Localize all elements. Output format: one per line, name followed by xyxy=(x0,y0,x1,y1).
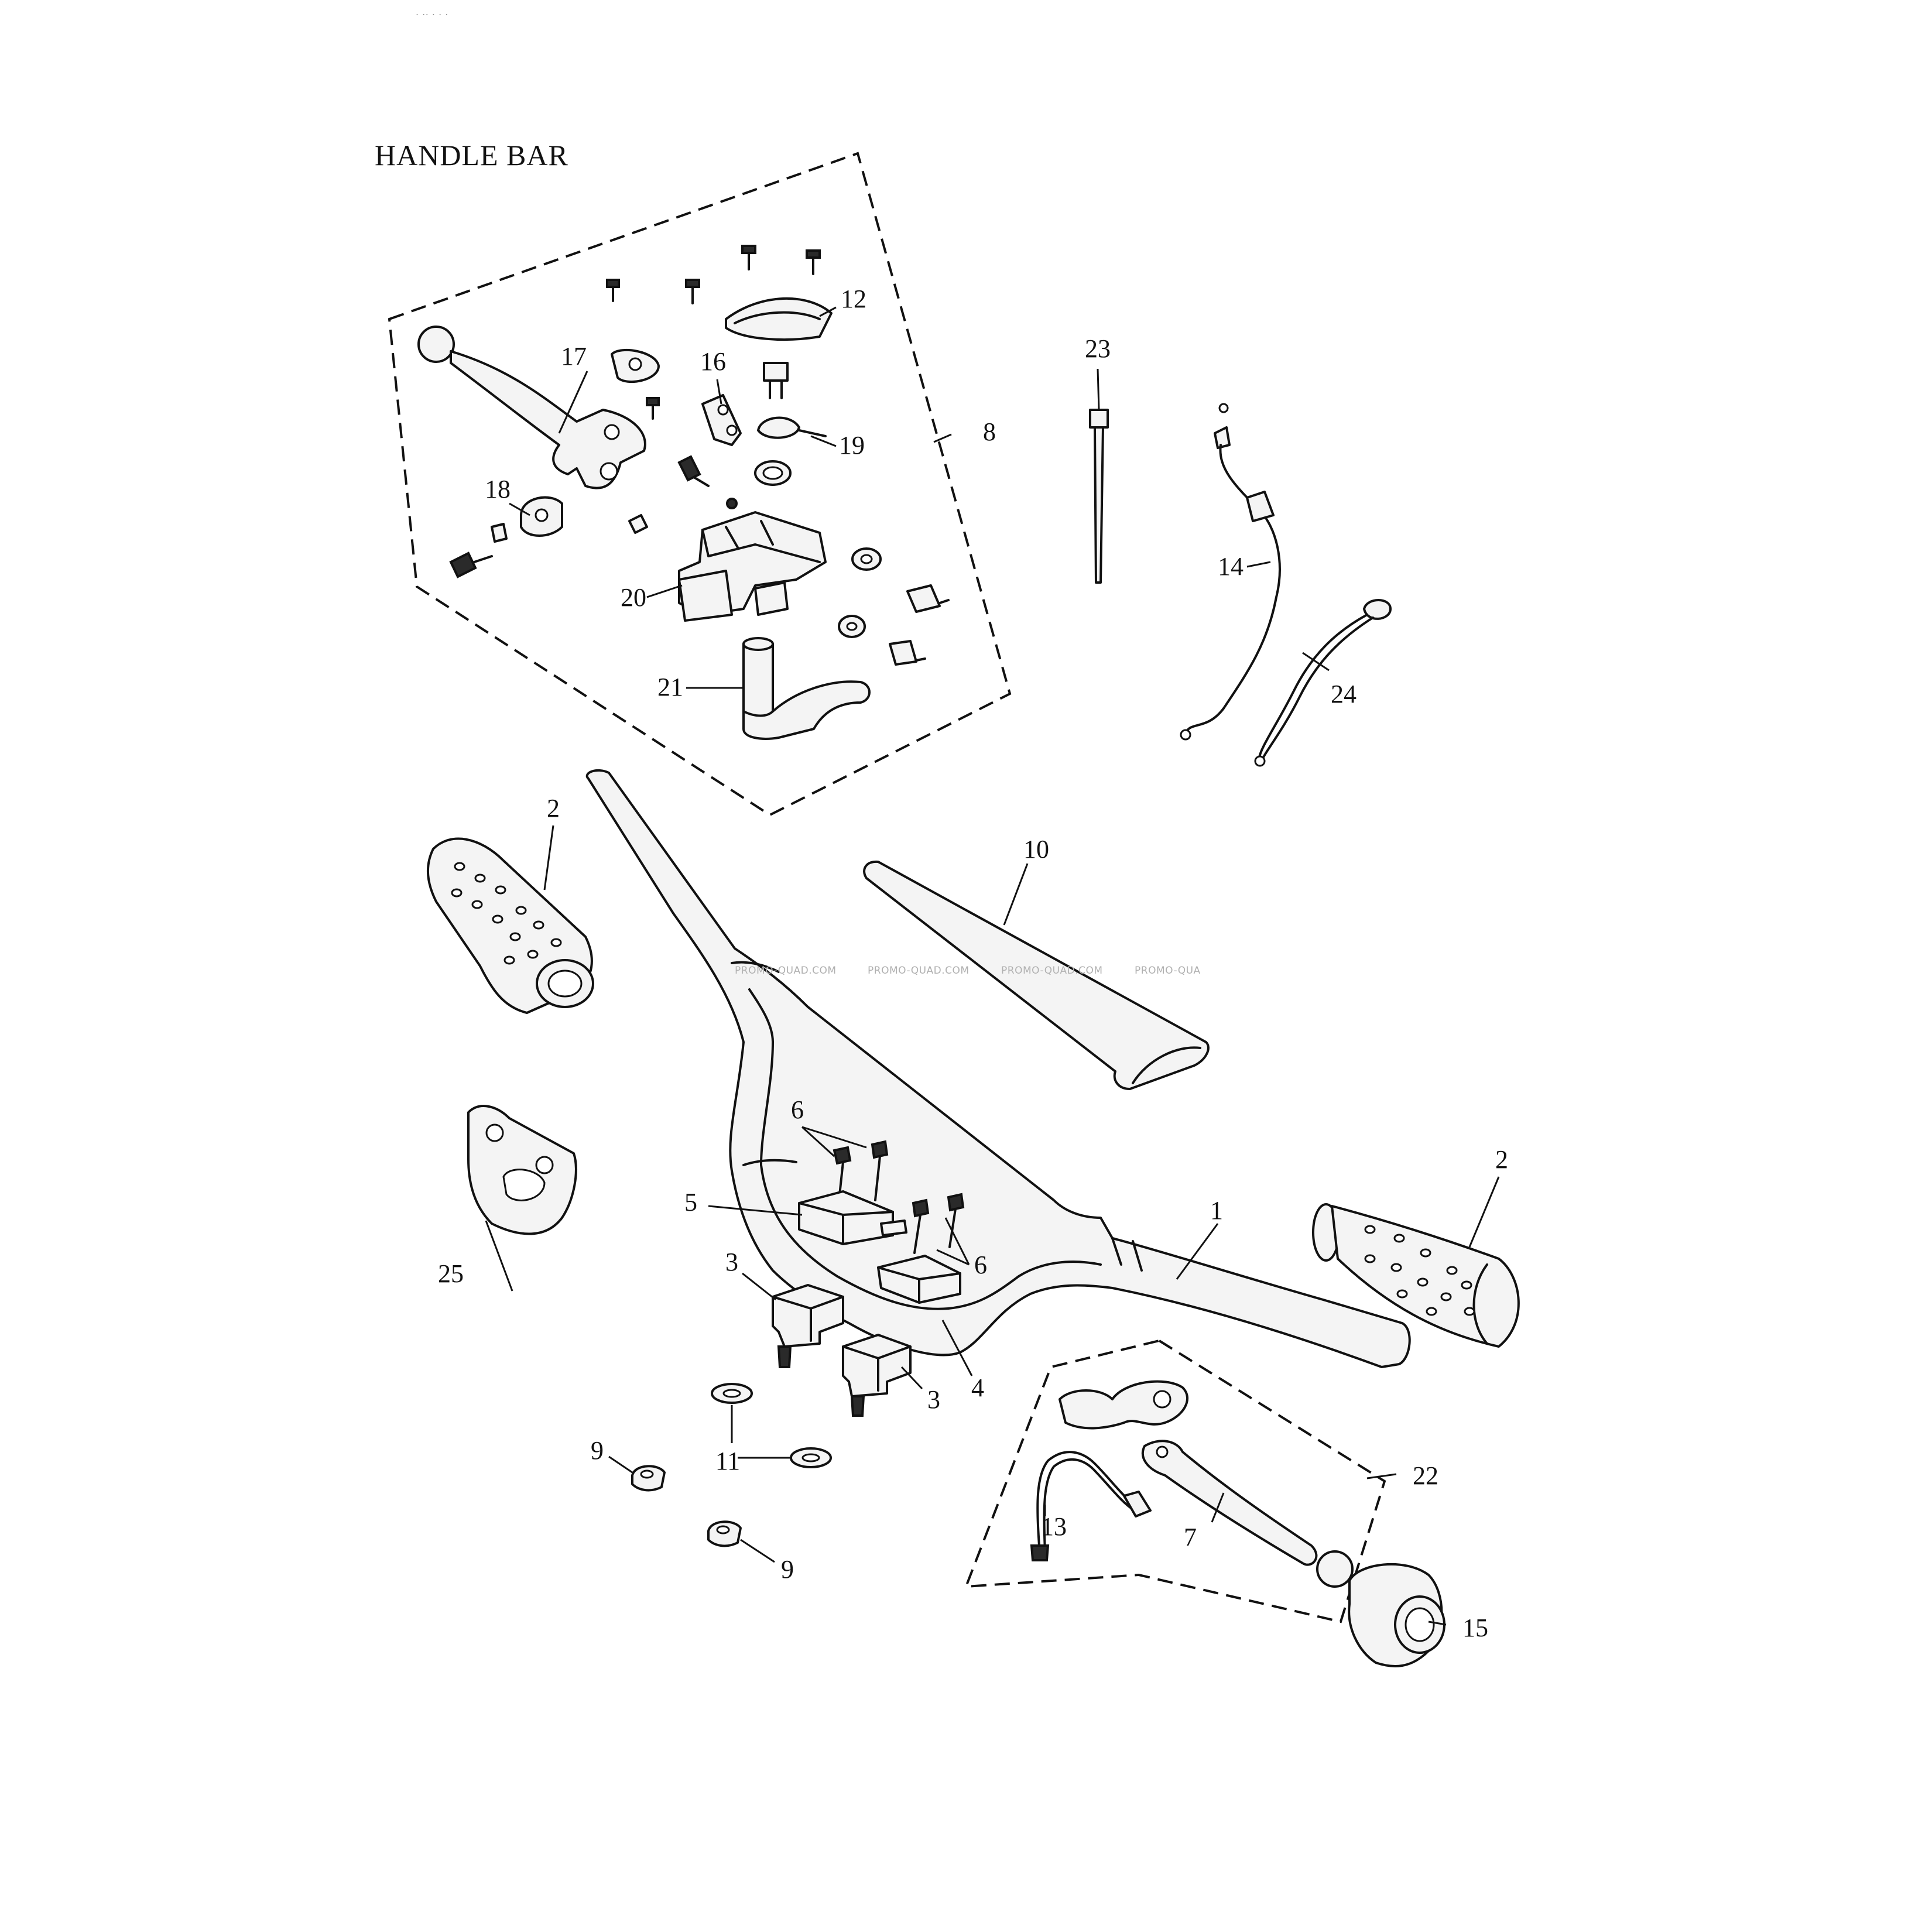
part-screws-top xyxy=(606,245,821,420)
watermark-2: PROMO-QUAD.COM xyxy=(868,965,970,977)
callout-22: 22 xyxy=(1413,1461,1438,1490)
part-18-clamp xyxy=(449,496,563,578)
part-23-cable-tie xyxy=(1089,409,1109,584)
callout-18: 18 xyxy=(485,475,511,503)
part-6-bolts xyxy=(833,1140,965,1254)
callout-10: 10 xyxy=(1023,835,1049,864)
watermark-3: PROMO-QUAD.COM xyxy=(1001,965,1103,977)
part-21-lever-arm xyxy=(742,637,871,740)
part-12-reservoir-cap xyxy=(725,297,833,341)
part-3-lower-clamp-b xyxy=(842,1334,912,1417)
part-24-switch-wire xyxy=(1254,599,1392,767)
part-pivot-plate xyxy=(611,349,660,383)
part-2-grip-right xyxy=(1312,1203,1520,1348)
header-marks: . .. . . . xyxy=(416,6,448,18)
watermark-4: PROMO-QUA xyxy=(1135,965,1201,977)
part-14-throttle-cable xyxy=(1180,403,1281,741)
part-4-upper-clamp xyxy=(877,1255,961,1304)
callout-11: 11 xyxy=(715,1447,740,1475)
part-ring-seal xyxy=(754,460,792,486)
callout-12: 12 xyxy=(841,285,866,313)
callout-3-left: 3 xyxy=(725,1248,738,1276)
callout-13: 13 xyxy=(1041,1512,1067,1541)
part-15-throttle-housing xyxy=(1348,1563,1445,1667)
part-bolts-middle xyxy=(628,455,738,534)
callout-5: 5 xyxy=(684,1188,697,1217)
part-3-lower-clamp-a xyxy=(772,1284,844,1368)
part-clutch-bracket xyxy=(1059,1380,1189,1430)
callout-24: 24 xyxy=(1331,680,1356,708)
callout-6-upper: 6 xyxy=(791,1095,804,1124)
part-16-bracket xyxy=(701,394,742,446)
callout-14: 14 xyxy=(1218,552,1244,581)
callout-21: 21 xyxy=(657,673,683,701)
callout-20: 20 xyxy=(621,583,646,612)
part-2-grip-left xyxy=(426,837,594,1014)
part-13-switch-wire xyxy=(1030,1451,1152,1561)
part-25-mounting-plate xyxy=(467,1105,577,1235)
callout-9-lower: 9 xyxy=(781,1555,794,1584)
callout-9-upper: 9 xyxy=(591,1436,604,1465)
assembly-22-boundary xyxy=(964,1339,1386,1623)
callout-labels: 1 2 2 3 3 4 5 6 6 7 8 9 9 10 11 12 13 14… xyxy=(438,285,1508,1642)
part-20-master-cylinder xyxy=(678,511,827,622)
leader-lines xyxy=(485,306,1500,1626)
part-19-brake-switch xyxy=(757,362,827,439)
callout-6-lower: 6 xyxy=(974,1251,987,1279)
callout-1: 1 xyxy=(1210,1196,1223,1225)
callout-2-right: 2 xyxy=(1495,1145,1508,1174)
callout-19: 19 xyxy=(839,431,865,460)
callout-25: 25 xyxy=(438,1259,464,1288)
callout-2-left: 2 xyxy=(547,794,560,823)
part-1-handlebar xyxy=(585,769,1411,1368)
callout-15: 15 xyxy=(1462,1614,1488,1642)
callout-4: 4 xyxy=(971,1373,984,1402)
watermark-1: PROMO-QUAD.COM xyxy=(735,965,837,977)
part-5-upper-clamp xyxy=(798,1190,907,1245)
part-10-handlebar-pad xyxy=(863,860,1210,1090)
part-9-nuts xyxy=(631,1465,742,1547)
callout-7: 7 xyxy=(1184,1523,1197,1551)
callout-8: 8 xyxy=(983,417,996,446)
callout-23: 23 xyxy=(1085,334,1111,363)
callout-17: 17 xyxy=(561,342,587,371)
assembly-8-boundary xyxy=(388,152,1012,817)
callout-3-right: 3 xyxy=(927,1385,940,1414)
callout-16: 16 xyxy=(700,347,726,376)
diagram-title: HANDLE BAR xyxy=(375,139,568,172)
part-11-washers xyxy=(711,1383,832,1468)
part-7-clutch-lever xyxy=(1141,1440,1354,1588)
part-washers-right xyxy=(838,547,950,666)
part-17-brake-lever xyxy=(417,326,646,489)
